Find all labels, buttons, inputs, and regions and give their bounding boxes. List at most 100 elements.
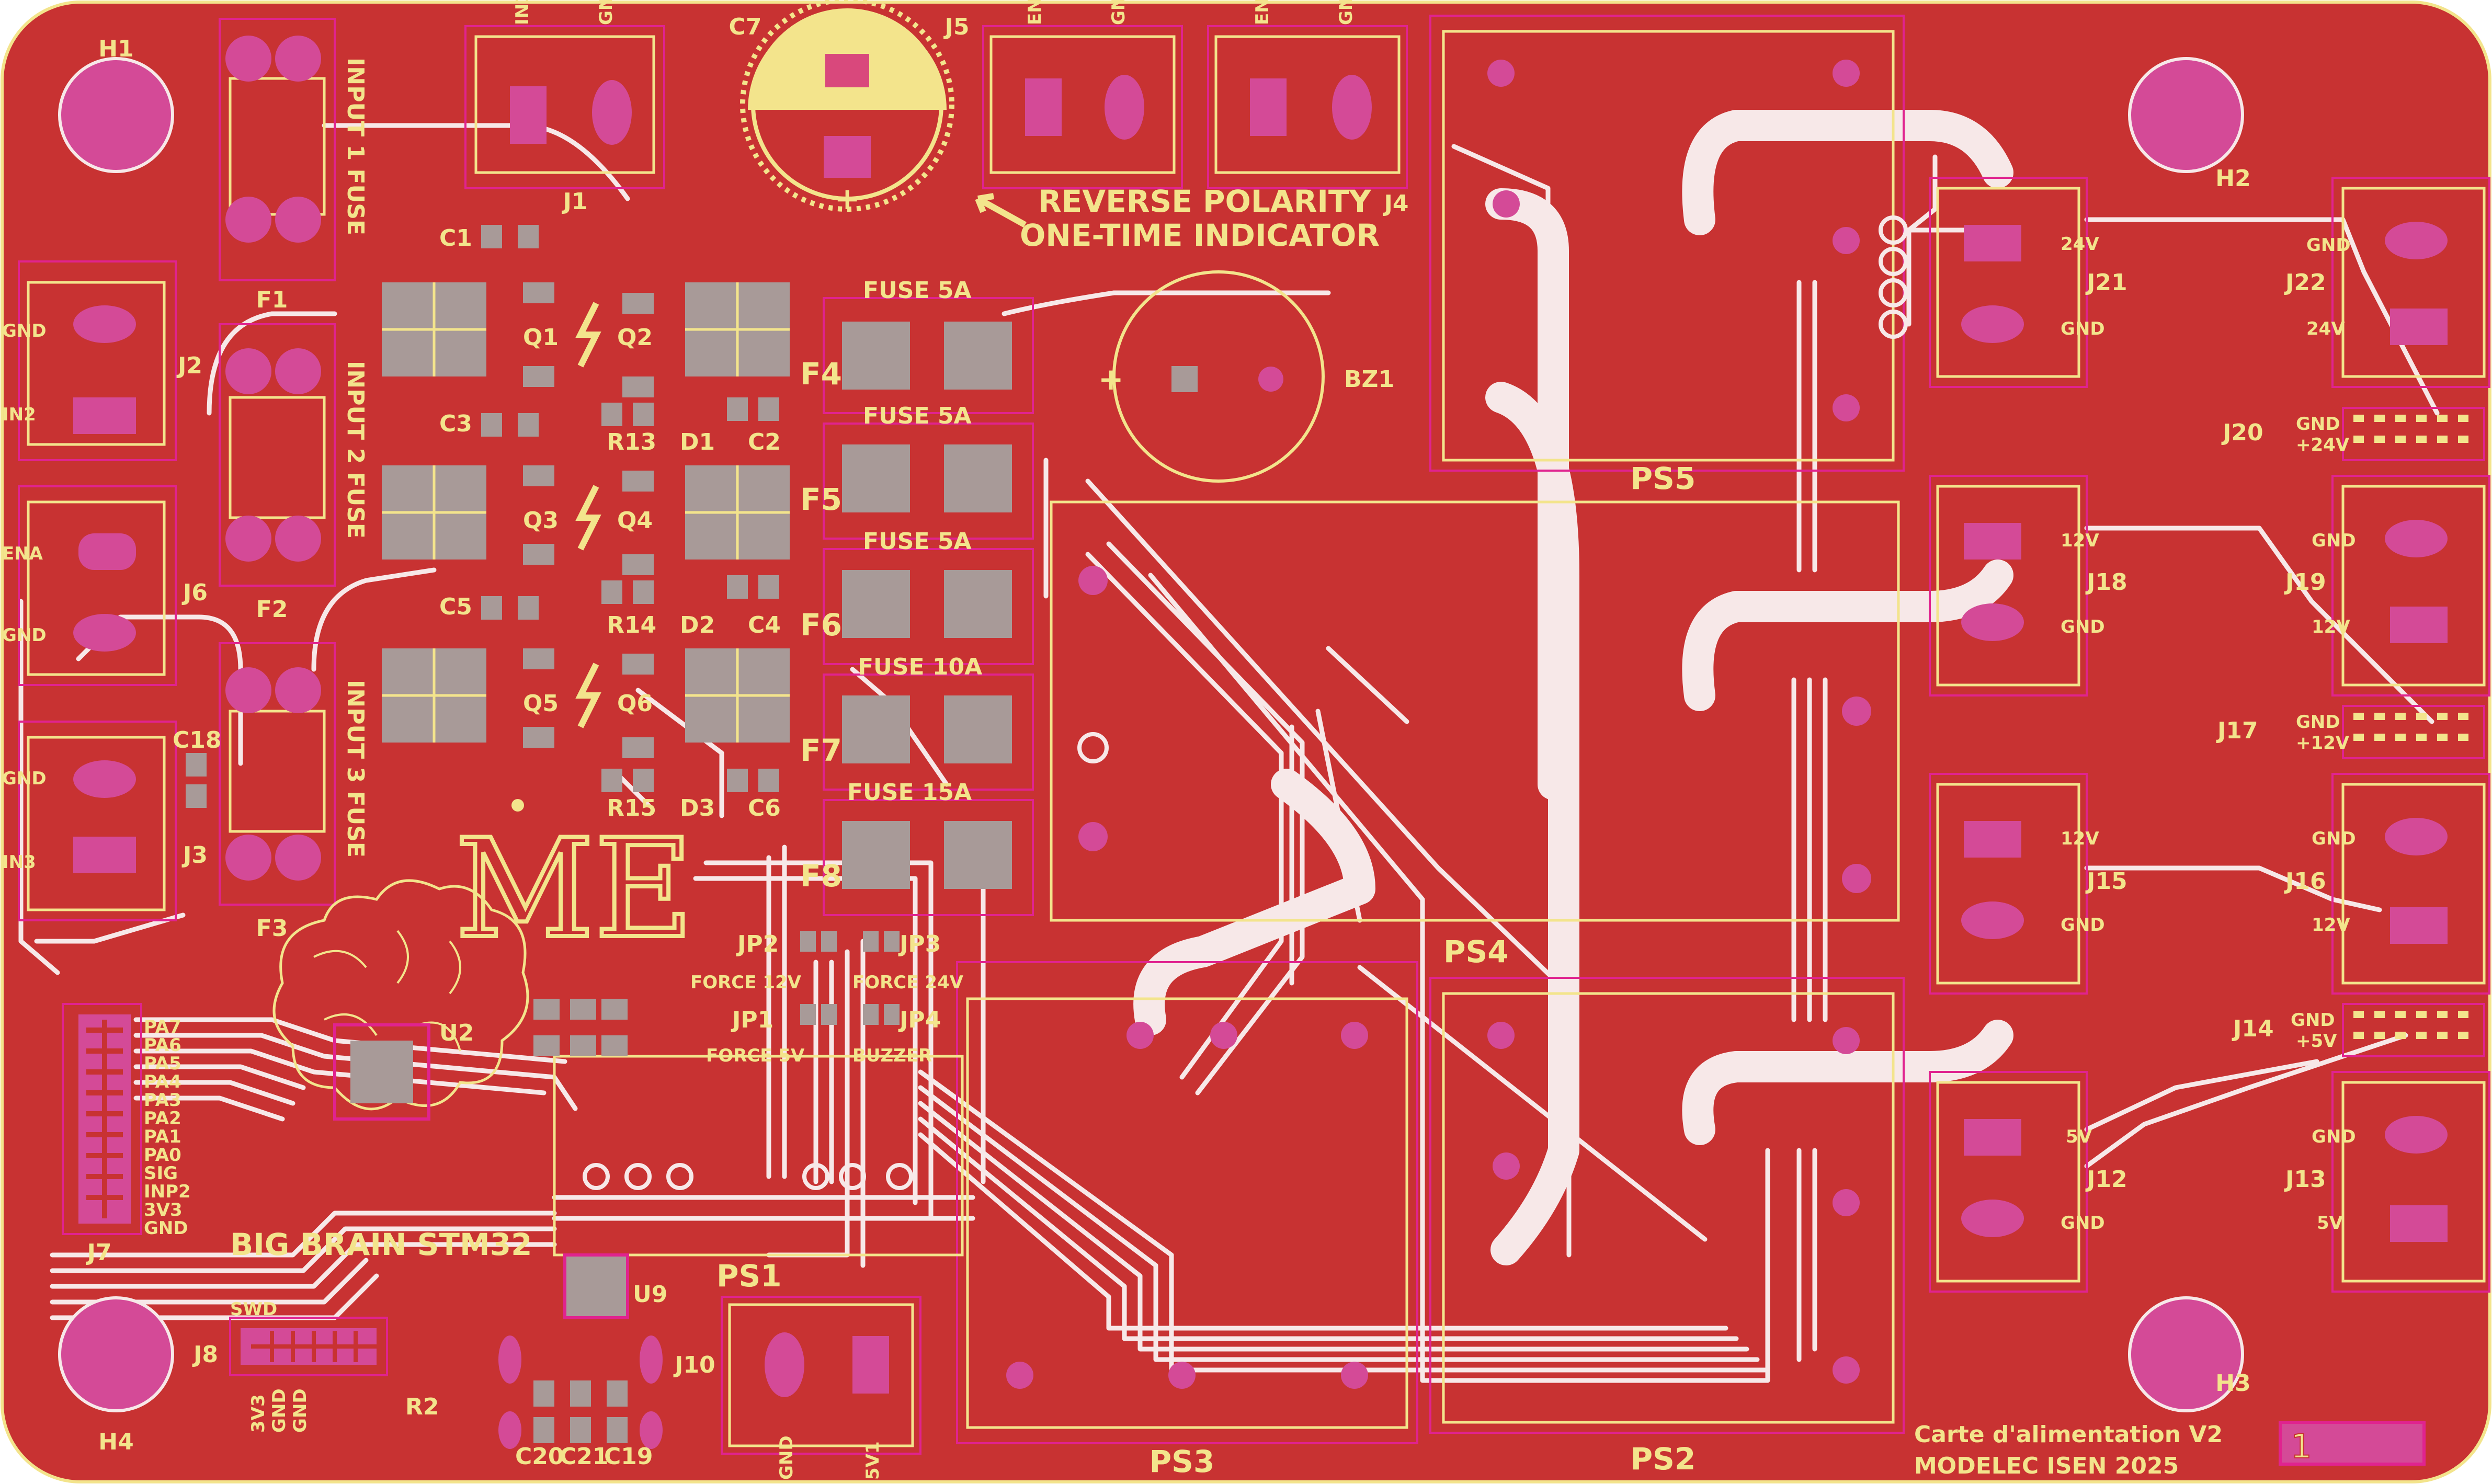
j7-pin-inp2: INP2 — [144, 1181, 191, 1202]
ref-r15: R15 — [607, 795, 656, 821]
connector-j12: 5V GND J12 — [1929, 1071, 2127, 1293]
fuse-label-f8: FUSE 15A — [847, 779, 972, 806]
j19-pin1: GND — [2312, 530, 2356, 551]
ref-c20: C20 — [515, 1443, 564, 1470]
connector-ref-j8: J8 — [192, 1341, 218, 1368]
ic-ref-u2: U2 — [439, 1020, 474, 1046]
output-fuses: FUSE 5A F4 FUSE 5A F5 FUSE 5A F6 FUSE 10… — [800, 277, 1034, 916]
jumper-label-jp1: FORCE 5V — [706, 1045, 805, 1066]
connector-ref-j21: J21 — [2085, 269, 2127, 296]
j7-pin-labels: PA7 PA6 PA5 PA4 PA3 PA2 PA1 PA0 SIG INP2… — [144, 1017, 191, 1239]
connector-ref-j17: J17 — [2216, 717, 2258, 744]
header-j8-swd: SWD J8 3V3 GND GND — [192, 1299, 388, 1433]
j16-pin2: 12V — [2312, 915, 2350, 935]
fuse-ref-f2: F2 — [256, 596, 288, 623]
logo-mark: ME — [455, 811, 693, 968]
connector-j6: ENA GND J6 — [2, 485, 208, 686]
j15-pin1: 12V — [2061, 828, 2099, 849]
j7-pin-sig: SIG — [144, 1163, 178, 1184]
ps2-label: PS2 — [1631, 1441, 1696, 1477]
j7-pin-pa1: PA1 — [144, 1126, 181, 1147]
ref-c6: C6 — [748, 795, 781, 821]
connector-ref-j14: J14 — [2232, 1015, 2274, 1042]
ref-d3: D3 — [680, 795, 715, 821]
connector-ref-j2: J2 — [176, 352, 202, 379]
connector-ref-j15: J15 — [2085, 868, 2127, 895]
modelec-logo: ME — [453, 799, 696, 971]
output-fuse-f7: FUSE 10A F7 — [800, 654, 1034, 791]
ref-d1: D1 — [680, 429, 715, 455]
connector-j20: GND +24V J20 — [2221, 407, 2485, 461]
connector-ref-j18: J18 — [2085, 569, 2127, 596]
output-fuse-f8: FUSE 15A F8 — [800, 779, 1034, 916]
board-title-line2: MODELEC ISEN 2025 — [1914, 1453, 2179, 1479]
j6-pin1: ENA — [2, 543, 43, 564]
j21-pin1: 24V — [2061, 234, 2099, 255]
capacitor-c7: + C7 — [729, 0, 954, 216]
svg-text:+: + — [1098, 361, 1124, 397]
connector-j18: 12V GND J18 — [1929, 475, 2127, 697]
j2-pin1: GND — [2, 321, 47, 341]
swd-label: SWD — [230, 1299, 277, 1320]
hole-label-h2: H2 — [2215, 165, 2250, 192]
mosfet-stage: C1 C3 C5 Q1 Q2 Q3 Q4 Q5 Q6 R13 R14 R15 D… — [382, 225, 790, 821]
j5-pin2: GND — [1108, 0, 1129, 25]
j3-pin1: GND — [2, 768, 47, 789]
connector-ref-j3: J3 — [181, 842, 208, 869]
mcu-label: BIG BRAIN STM32 — [230, 1227, 532, 1262]
hole-label-h4: H4 — [98, 1429, 133, 1455]
fuse-ref-f5: F5 — [800, 482, 842, 517]
ref-d2: D2 — [680, 612, 715, 638]
connector-ref-j19: J19 — [2284, 569, 2326, 596]
ref-c3: C3 — [439, 410, 472, 437]
mcu-u2: U2 — [333, 1020, 474, 1121]
swd-pin-gnd1: GND — [269, 1388, 290, 1433]
jumper-label-jp4: BUZZER — [852, 1045, 932, 1066]
connector-ref-j12: J12 — [2085, 1166, 2127, 1193]
ref-c5: C5 — [439, 593, 472, 620]
connector-j19: GND 12V J19 — [2284, 475, 2490, 697]
connector-j22: GND 24V J22 — [2284, 177, 2490, 388]
jumper-ref-jp3: JP3 — [898, 931, 941, 957]
fuse-label-f1: INPUT 1 FUSE — [342, 58, 369, 235]
input-fuse-f1: F1 INPUT 1 FUSE — [219, 18, 369, 313]
connector-ref-j7: J7 — [86, 1239, 112, 1266]
connector-ref-j6: J6 — [181, 579, 208, 606]
fuse-label-f5: FUSE 5A — [863, 403, 972, 429]
ref-c1: C1 — [439, 225, 472, 252]
j14-pin2: +5V — [2296, 1031, 2337, 1052]
hole-label-h1: H1 — [98, 36, 133, 62]
j13-pin1: GND — [2312, 1126, 2356, 1147]
fuse-label-f7: FUSE 10A — [858, 654, 982, 680]
j17-pin2: +12V — [2296, 733, 2350, 754]
j4-pin2: GND — [1336, 0, 1357, 25]
indicator-line1: REVERSE POLARITY — [1038, 184, 1372, 219]
connector-j1: IN1 GND J1 — [464, 0, 665, 215]
connector-ref-j22: J22 — [2284, 269, 2326, 296]
jumper-label-jp2: FORCE 12V — [690, 972, 802, 993]
j5-pin1: ENC — [1025, 0, 1045, 25]
power-supply-ps1: PS1 — [553, 1055, 964, 1294]
j20-pin2: +24V — [2296, 435, 2350, 455]
j16-pin1: GND — [2312, 828, 2356, 849]
ic-u9: U9 — [563, 1253, 667, 1319]
resistor-array — [533, 999, 628, 1056]
j20-pin1: GND — [2296, 414, 2340, 435]
j2-pin2: IN2 — [2, 404, 36, 425]
jumper-ref-jp2: JP2 — [736, 931, 779, 957]
connector-ref-j13: J13 — [2284, 1166, 2326, 1193]
ref-r14: R14 — [607, 612, 656, 638]
j14-pin1: GND — [2291, 1010, 2335, 1031]
j12-pin1: 5V — [2066, 1126, 2092, 1147]
j12-pin2: GND — [2061, 1213, 2105, 1234]
buzzer-ref: BZ1 — [1344, 366, 1394, 393]
j17-pin1: GND — [2296, 712, 2340, 733]
hole-label-h3: H3 — [2215, 1370, 2250, 1397]
ic-ref-u9: U9 — [633, 1281, 667, 1308]
ref-q2: Q2 — [617, 324, 653, 351]
j7-pin-pa5: PA5 — [144, 1053, 181, 1074]
ps5-label: PS5 — [1631, 461, 1696, 496]
connector-j21: 24V GND J21 — [1929, 177, 2127, 388]
input-fuse-f3: F3 INPUT 3 FUSE — [219, 642, 369, 942]
